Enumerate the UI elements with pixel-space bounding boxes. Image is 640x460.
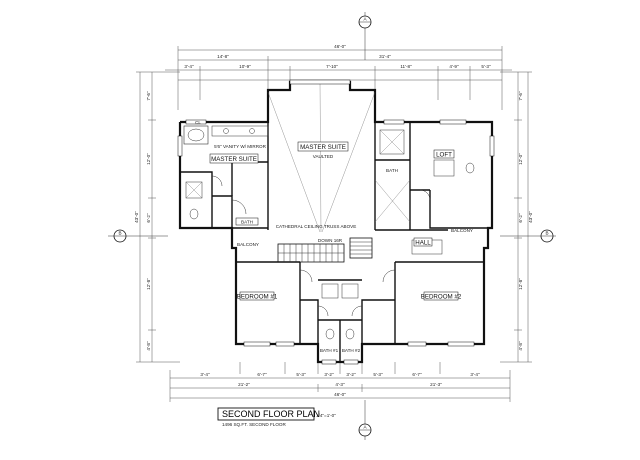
room-master-suite-left: MASTER SUITE [211,156,257,163]
marker-left-label: B [118,231,121,236]
svg-text:5'-3": 5'-3" [296,372,306,377]
svg-text:21'-3": 21'-3" [430,382,442,387]
svg-text:12'-0": 12'-0" [518,153,523,165]
room-bedroom-2: BEDROOM #2 [421,294,462,301]
room-bath-1: BATH #1 [320,348,339,353]
vanity-note: 5'6" VANITY W/ MIRROR [214,144,267,149]
svg-text:7'-6": 7'-6" [146,91,151,101]
section-marker-bottom: A [358,400,372,440]
room-bath-upper-right: BATH [386,168,398,173]
svg-text:6'-7": 6'-7" [412,372,422,377]
svg-text:3'-2": 3'-2" [324,372,334,377]
room-bath-upper-left: BATH [241,220,253,225]
svg-text:6'-2": 6'-2" [146,213,151,223]
svg-text:31'-4": 31'-4" [379,54,391,59]
vaulted-ceiling-lines [267,81,411,233]
svg-text:12'-8": 12'-8" [146,278,151,290]
svg-text:4'-3": 4'-3" [335,382,345,387]
svg-text:4'-9": 4'-9" [449,64,459,69]
left-dimensions: 43'-0" 7'-6" 12'-0" 6'-2" 12'-8" 4'-8" [134,71,180,363]
svg-text:6'-2": 6'-2" [518,213,523,223]
balcony-right-label: BALCONY [451,228,473,233]
marker-top-label: A [363,17,367,22]
vaulted-note: VAULTED [313,154,334,159]
svg-text:11'-8": 11'-8" [400,64,412,69]
marker-bottom-label: A [363,425,367,430]
room-labels: MASTER SUITE 5'6" VANITY W/ MIRROR CL MA… [195,120,473,353]
top-dimensions: 46'-0" 14'-8" 31'-4" 3'-4" 10'-9" 7'-10"… [165,44,512,110]
right-dimensions: 43'-0" 7'-6" 12'-0" 6'-2" 12'-8" 4'-8" [500,71,533,363]
room-bath-2: BATH #2 [342,348,361,353]
svg-text:4'-8": 4'-8" [518,341,523,351]
svg-text:43'-0": 43'-0" [528,211,533,223]
svg-text:43'-0": 43'-0" [134,211,139,223]
balcony-left-label: BALCONY [237,242,259,247]
closet-label: CL [195,120,201,125]
room-hall: HALL [415,240,431,247]
room-master-suite-center: MASTER SUITE [300,144,346,151]
svg-text:5'-3": 5'-3" [373,372,383,377]
bath-fixtures [183,125,475,340]
staircase [277,237,373,263]
plan-title: SECOND FLOOR PLAN [222,409,320,419]
svg-text:6'-7": 6'-7" [257,372,267,377]
top-overall-dim: 46'-0" [334,44,346,49]
room-loft: LOFT [436,152,452,159]
svg-text:12'-8": 12'-8" [518,278,523,290]
svg-text:10'-9": 10'-9" [239,64,251,69]
svg-text:7'-6": 7'-6" [518,91,523,101]
svg-text:7'-10": 7'-10" [326,64,338,69]
windows [177,79,495,365]
svg-text:21'-2": 21'-2" [238,382,250,387]
truss-note: CATHEDRAL CEILING TRUSS ABOVE [276,224,357,229]
section-marker-top: A [358,12,372,60]
svg-text:12'-0": 12'-0" [146,153,151,165]
plan-subtitle: 1496 SQ.FT. SECOND FLOOR [222,422,287,427]
door-swings [211,175,431,317]
svg-text:3'-4": 3'-4" [200,372,210,377]
bottom-overall-dim: 46'-0" [334,392,346,397]
svg-text:3'-4": 3'-4" [184,64,194,69]
svg-text:5'-3": 5'-3" [481,64,491,69]
plan-scale: 1/4"=1'-0" [316,413,336,418]
svg-text:14'-8": 14'-8" [217,54,229,59]
svg-text:3'-2": 3'-2" [346,372,356,377]
bottom-dimensions: 3'-4" 6'-7" 5'-3" 3'-2" 3'-2" 5'-3" 6'-7… [169,362,511,402]
section-marker-left: B [108,229,168,243]
svg-text:4'-8": 4'-8" [146,341,151,351]
svg-text:3'-4": 3'-4" [470,372,480,377]
marker-right-label: B [545,231,548,236]
stair-down-note: DOWN 16R [318,238,343,243]
room-bedroom-1: BEDROOM #1 [237,294,278,301]
title-block: SECOND FLOOR PLAN 1/4"=1'-0" 1496 SQ.FT.… [217,407,336,427]
